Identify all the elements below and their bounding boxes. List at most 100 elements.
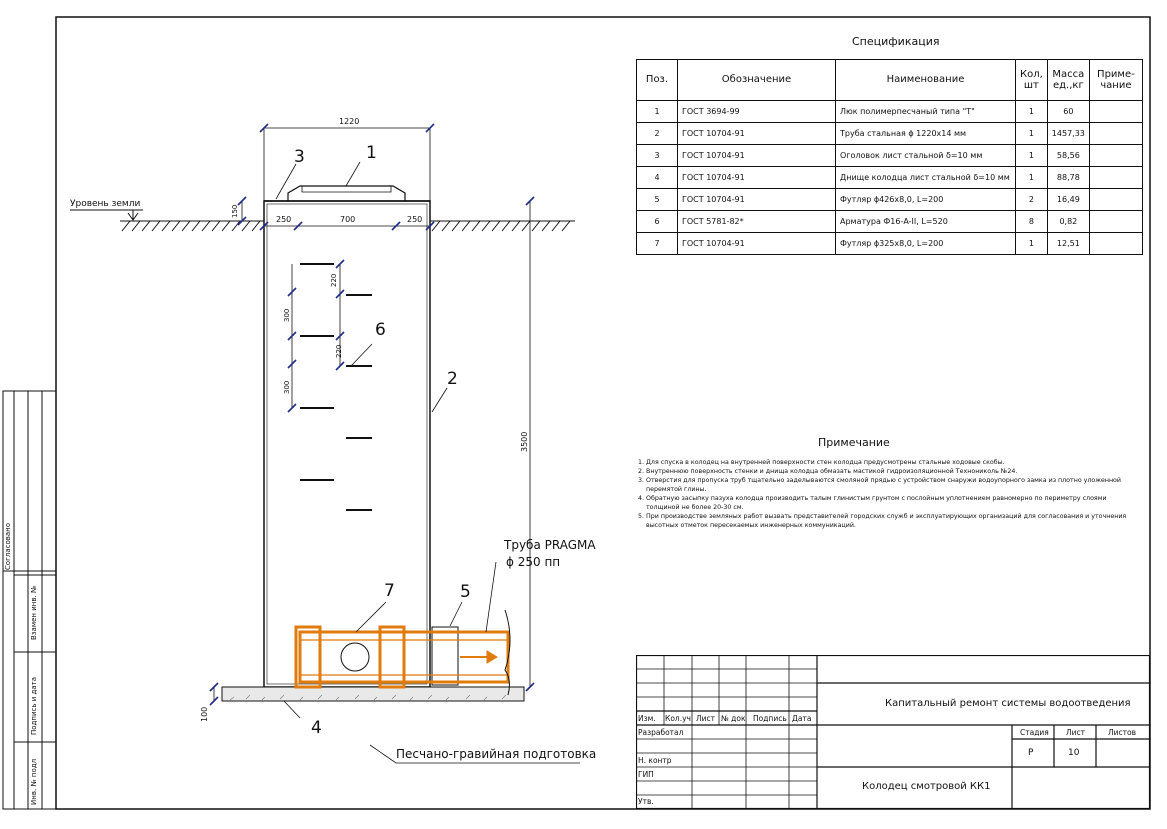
spec-cell: 1457,33 [1046,122,1090,145]
well-body [263,185,431,688]
pipe-label-line2: ϕ 250 пп [506,555,560,569]
spec-cell: Люк полимерпесчаный типа "Т" [835,100,1016,123]
spec-col-mass: Масса ед.,кг [1046,59,1090,101]
spec-cell [1088,122,1143,145]
spec-cell: 2 [1015,188,1048,211]
tb-role-developer: Разработал [638,728,684,737]
spec-cell: ГОСТ 10704-91 [677,232,836,255]
spec-header-row: Поз. Обозначение Наименование Кол, шт Ма… [636,59,1143,101]
spec-cell [1088,166,1143,189]
dim-width-total: 1220 [339,117,359,126]
spec-col-note: Приме- чание [1088,59,1143,101]
dimension-ticks [209,123,535,706]
notes-title: Примечание [818,436,890,449]
callout-3: 3 [294,147,305,167]
note-item: 4. Обратную засыпку пазуха колодца произ… [638,495,1107,511]
note-item: 1. Для спуска в колодец на внутренней по… [638,459,1005,466]
spec-cell: ГОСТ 10704-91 [677,122,836,145]
spec-cell [1088,144,1143,167]
dim-depth: 3500 [520,432,529,452]
spec-cell: 12,51 [1046,232,1090,255]
tb-col-sign: Подпись [753,714,787,723]
spec-cell [1088,232,1143,255]
callout-4: 4 [311,718,322,738]
pipe-break-line [504,609,511,696]
tb-role-norm-control: Н. контр [638,756,672,765]
tb-project-title: Капитальный ремонт системы водоотведения [885,698,1131,709]
spec-cell [1088,188,1143,211]
dim-top-left: 250 [276,215,291,224]
spec-cell: 16,49 [1046,188,1090,211]
callout-7: 7 [384,581,395,601]
side-stamp [2,390,57,810]
note-item: 5. При производстве земляных работ вызва… [638,513,1127,529]
pipe-section-circle [340,642,370,672]
spec-cell: 1 [1015,166,1048,189]
ground-label: Уровень земли [70,199,140,209]
callout-2: 2 [447,369,458,389]
dim-top-right: 250 [407,215,422,224]
spec-col-qty: Кол, шт [1015,59,1048,101]
spec-cell: Оголовок лист стальной δ=10 мм [835,144,1016,167]
note-item: 2. Внутреннюю поверхность стенки и днища… [638,468,1018,475]
spec-cell: ГОСТ 10704-91 [677,166,836,189]
spec-cell: 1 [1015,232,1048,255]
tb-sheet-value: 10 [1068,748,1080,758]
base-slab-hatch [229,694,507,701]
spec-cell: 88,78 [1046,166,1090,189]
title-block-grid [636,655,1150,809]
dim-base: 100 [200,707,209,722]
spec-cell: Футляр ϕ426х8,0, L=200 [835,188,1016,211]
spec-cell: 1 [1015,144,1048,167]
stamp-agreed: Согласовано [4,523,12,570]
spec-cell: 1 [636,100,678,123]
spec-cell: ГОСТ 10704-91 [677,188,836,211]
stamp-sign-date: Подпись и дата [30,677,38,735]
tb-sheet-label: Лист [1066,728,1086,737]
spec-cell: Футляр ϕ325х8,0, L=200 [835,232,1016,255]
spec-cell: ГОСТ 5781-82* [677,210,836,233]
spec-cell: 8 [1015,210,1048,233]
spec-cell: 1 [1015,100,1048,123]
spec-col-pos: Поз. [636,59,678,101]
tb-sheets-label: Листов [1108,728,1137,737]
ladder-rungs [300,263,372,511]
pipe-label-line1: Труба PRAGMA [503,538,596,552]
dimension-lines [213,127,531,701]
tb-sheet-name: Колодец смотровой КК1 [862,781,991,792]
stamp-inv-original: Инв. № подл [30,759,38,805]
spec-cell [1088,100,1143,123]
spec-cell: ГОСТ 3694-99 [677,100,836,123]
spec-cell: Днище колодца лист стальной δ=10 мм [835,166,1016,189]
base-label: Песчано-гравийная подготовка [396,747,596,761]
spec-cell: 1 [1015,122,1048,145]
spec-cell: 3 [636,144,678,167]
ground-level-marker [70,209,143,221]
note-item: 3. Отверстия для пропуска труб тщательно… [638,477,1122,493]
tb-stage-label: Стадия [1020,728,1049,737]
dim-step3: 220 [335,345,343,358]
notes-list: 1. Для спуска в колодец на внутренней по… [638,458,1138,530]
dim-step1: 220 [330,274,338,287]
tb-col-doc: № док [721,714,746,723]
spec-cell: 6 [636,210,678,233]
spec-cell: 2 [636,122,678,145]
spec-cell: 5 [636,188,678,211]
dim-top-mid: 700 [340,215,355,224]
callout-6: 6 [375,320,386,340]
tb-role-gip: ГИП [638,770,654,779]
dim-neck-height: 150 [231,205,239,218]
spec-cell: 60 [1046,100,1090,123]
tb-col-date: Дата [792,714,812,723]
spec-col-name: Наименование [835,59,1016,101]
tb-role-approved: Утв. [638,797,654,806]
tb-col-izm: Изм. [638,714,656,723]
spec-col-code: Обозначение [677,59,836,101]
leader-lines [275,161,580,764]
